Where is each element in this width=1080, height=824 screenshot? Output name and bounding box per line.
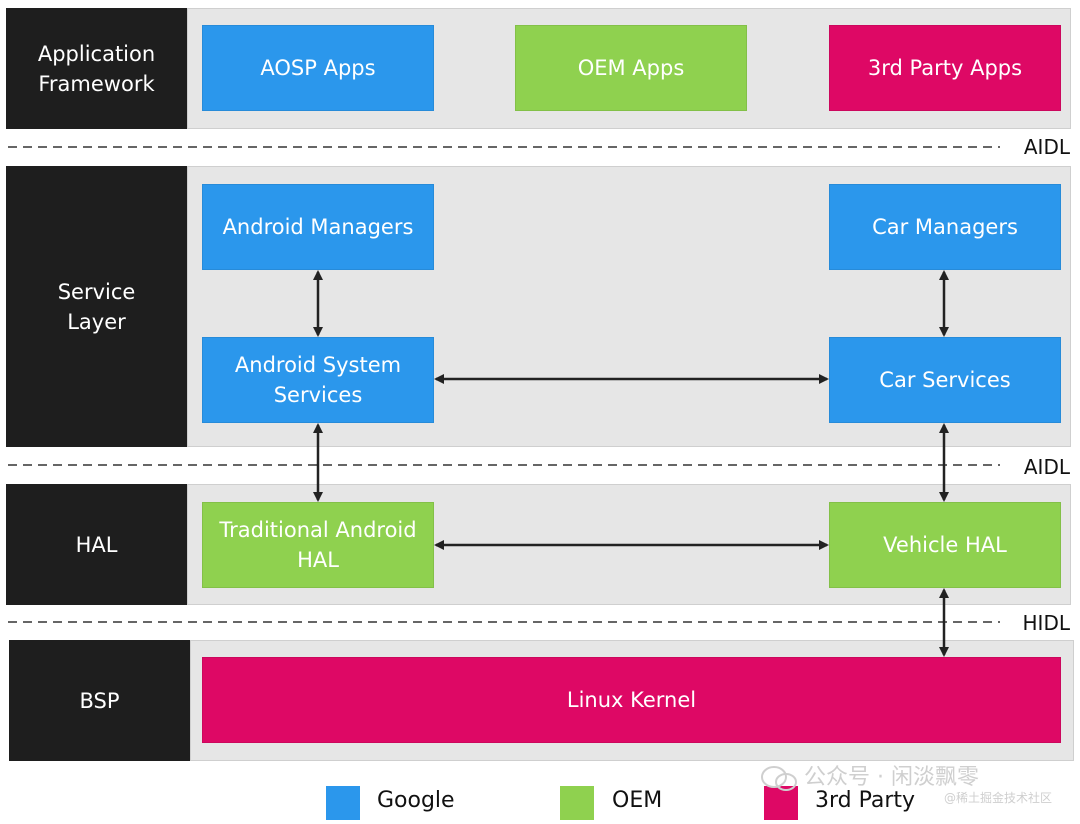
interface-label-aidl-top: AIDL: [1023, 135, 1070, 159]
watermark-account-name: 公众号 · 闲淡飘零: [804, 765, 979, 790]
legend-label-google: Google: [377, 788, 455, 813]
box-android-system-services: Android System Services: [202, 337, 434, 423]
legend-swatch-third-party: [764, 786, 798, 820]
box-third-party-apps: 3rd Party Apps: [829, 25, 1061, 111]
box-android-managers: Android Managers: [202, 184, 434, 270]
wechat-icon: [760, 764, 800, 794]
box-oem-apps: OEM Apps: [515, 25, 747, 111]
layer-label-bsp: BSP: [9, 640, 190, 761]
legend-label-third-party: 3rd Party: [815, 788, 916, 813]
layer-label-service: Service Layer: [6, 166, 187, 447]
interface-label-aidl-bottom: AIDL: [1023, 455, 1070, 479]
box-linux-kernel: Linux Kernel: [202, 657, 1061, 743]
legend-swatch-google: [326, 786, 360, 820]
layer-label-hal: HAL: [6, 484, 187, 605]
layer-label-application-framework: Application Framework: [6, 8, 187, 129]
interface-label-hidl: HIDL: [1022, 611, 1070, 635]
box-traditional-android-hal: Traditional Android HAL: [202, 502, 434, 588]
box-car-managers: Car Managers: [829, 184, 1061, 270]
watermark-source: @稀土掘金技术社区: [944, 791, 1053, 805]
box-car-services: Car Services: [829, 337, 1061, 423]
legend-label-oem: OEM: [612, 788, 663, 813]
box-vehicle-hal: Vehicle HAL: [829, 502, 1061, 588]
legend-swatch-oem: [560, 786, 594, 820]
box-aosp-apps: AOSP Apps: [202, 25, 434, 111]
